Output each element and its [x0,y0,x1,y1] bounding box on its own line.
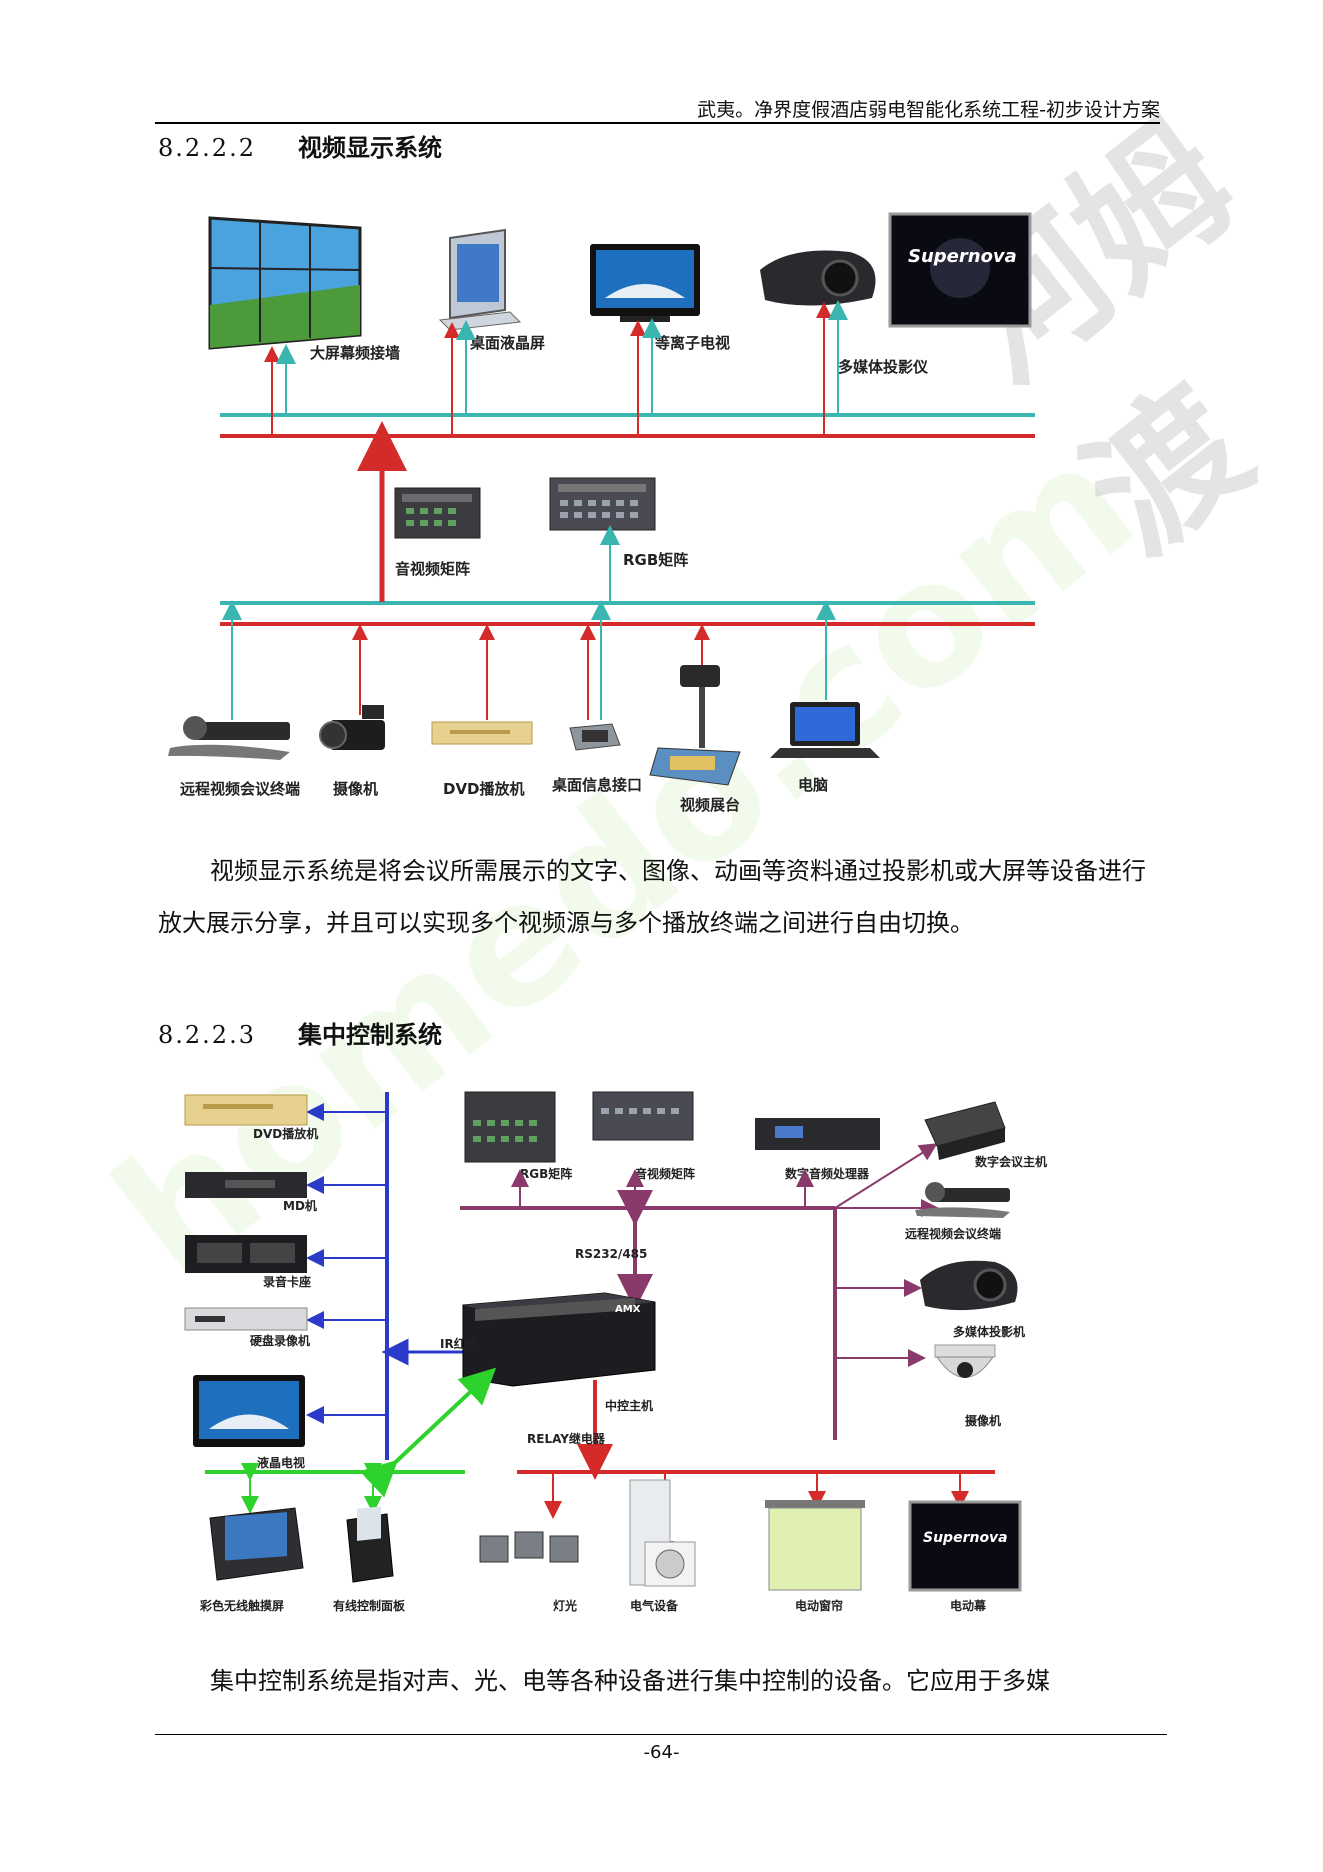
lcd-tv-icon [193,1375,305,1447]
matrix-label-rgb: RGB矩阵 [623,551,688,569]
av-matrix-icon [592,1091,694,1141]
motorized-screen-icon: Supernova [908,1500,1022,1592]
source-label-computer: 电脑 [798,776,828,794]
plasma-tv-icon [590,244,700,322]
laptop-icon [770,702,880,758]
hdd-recorder-icon [184,1307,308,1331]
screen-brand-text-2: Supernova [923,1530,1008,1546]
section-number-2: 8.2.2.3 [158,1021,256,1049]
projector-icon [760,250,876,306]
projection-screen-icon: Supernova [888,212,1032,328]
section-title-video: 8.2.2.2 视频显示系统 [158,128,442,163]
conference-host-icon [924,1101,1006,1160]
document-camera-icon [649,665,741,786]
footer-rule [155,1734,1167,1735]
bottom-right-screen: 电动幕 [950,1598,987,1613]
motorized-curtain-icon [765,1500,865,1591]
rgb-matrix-icon [549,477,656,531]
electrical-equipment-icon [629,1479,696,1587]
left-device-md: MD机 [283,1198,317,1213]
section-title-central-control: 8.2.2.3 集中控制系统 [158,1015,442,1050]
page-number: -64- [643,1742,680,1763]
wireless-touchscreen-icon [209,1507,304,1581]
video-conference-terminal-icon [915,1182,1010,1218]
lights-icon [479,1531,579,1563]
md-player-icon [185,1172,307,1198]
paragraph-central-control-text: 集中控制系统是指对声、光、电等各种设备进行集中控制的设备。它应用于多媒 [210,1667,1050,1695]
matrix-label-av: 音视频矩阵 [395,560,470,578]
section-number: 8.2.2.2 [158,134,256,162]
link-controller: 中控主机 [605,1398,653,1413]
source-label-camera: 摄像机 [333,780,378,798]
central-controller-icon: AMX [462,1292,656,1387]
output-label-projector: 多媒体投影仪 [838,358,929,376]
paragraph-central-control: 集中控制系统是指对声、光、电等各种设备进行集中控制的设备。它应用于多媒 [158,1655,1168,1707]
projector-icon [920,1260,1018,1311]
output-label-plasma-tv: 等离子电视 [655,334,730,352]
source-label-dvd: DVD播放机 [443,780,525,798]
right-device-conference-host: 数字会议主机 [975,1154,1047,1169]
top-device-audio-processor: 数字音频处理器 [785,1166,870,1181]
av-matrix-icon [394,487,481,539]
bottom-left-touchscreen: 彩色无线触摸屏 [199,1598,284,1613]
source-label-vc-terminal: 远程视频会议终端 [180,780,300,798]
source-label-document-camera: 视频展台 [680,796,740,814]
top-device-av-matrix: 音视频矩阵 [635,1166,695,1181]
controller-brand-text: AMX [615,1304,641,1315]
dvd-player-icon [184,1094,308,1126]
header-title: 武夷。净界度假酒店弱电智能化系统工程-初步设计方案 [697,99,1160,121]
audio-processor-icon [755,1118,880,1150]
output-label-video-wall: 大屏幕频接墙 [310,344,400,362]
video-wall-icon [208,216,362,350]
left-device-cassette: 录音卡座 [263,1274,311,1289]
right-device-vc-terminal: 远程视频会议终端 [905,1226,1001,1241]
camcorder-icon [319,705,385,750]
page-header: 武夷。净界度假酒店弱电智能化系统工程-初步设计方案 [155,95,1160,124]
bottom-right-electrical: 电气设备 [630,1598,679,1613]
rgb-matrix-icon [464,1091,556,1163]
bottom-right-lights: 灯光 [553,1598,577,1613]
desktop-lcd-icon [438,228,522,331]
right-device-projector: 多媒体投影机 [953,1324,1025,1339]
bottom-right-curtain: 电动窗帘 [795,1598,843,1613]
source-label-desktop-interface: 桌面信息接口 [551,776,642,794]
bottom-left-wired-panel: 有线控制面板 [333,1598,406,1613]
left-device-lcd-tv: 液晶电视 [257,1455,305,1470]
link-ir: IR红外 [440,1336,478,1351]
output-label-desktop-lcd: 桌面液晶屏 [469,334,545,352]
desktop-interface-icon [569,723,621,751]
link-relay: RELAY继电器 [527,1431,606,1446]
section-heading-2: 集中控制系统 [298,1021,442,1049]
wired-panel-icon [346,1506,394,1583]
left-device-hdd-recorder: 硬盘录像机 [250,1333,310,1348]
section-heading: 视频显示系统 [298,134,442,162]
cassette-deck-icon [185,1235,307,1273]
link-rs232: RS232/485 [575,1247,647,1261]
top-device-rgb-matrix: RGB矩阵 [520,1166,572,1181]
paragraph-video-display-text: 视频显示系统是将会议所需展示的文字、图像、动画等资料通过投影机或大屏等设备进行放… [158,857,1146,937]
dome-camera-icon [934,1344,996,1378]
right-device-camera: 摄像机 [965,1413,1001,1428]
dvd-player-icon [431,721,533,745]
left-device-dvd: DVD播放机 [253,1126,318,1141]
video-conference-terminal-icon [168,716,290,760]
screen-brand-text: Supernova [908,246,1017,267]
header-rule [155,122,1160,124]
central-control-diagram: DVD播放机 MD机 录音卡座 硬盘录像机 液晶电视 RGB矩阵 音视频矩阵 数… [175,1080,1055,1630]
video-display-diagram: 大屏幕频接墙 桌面液晶屏 等离子电视 Supernova 多媒体投影仪 音视频矩… [150,200,1050,840]
paragraph-video-display: 视频显示系统是将会议所需展示的文字、图像、动画等资料通过投影机或大屏等设备进行放… [158,845,1168,949]
